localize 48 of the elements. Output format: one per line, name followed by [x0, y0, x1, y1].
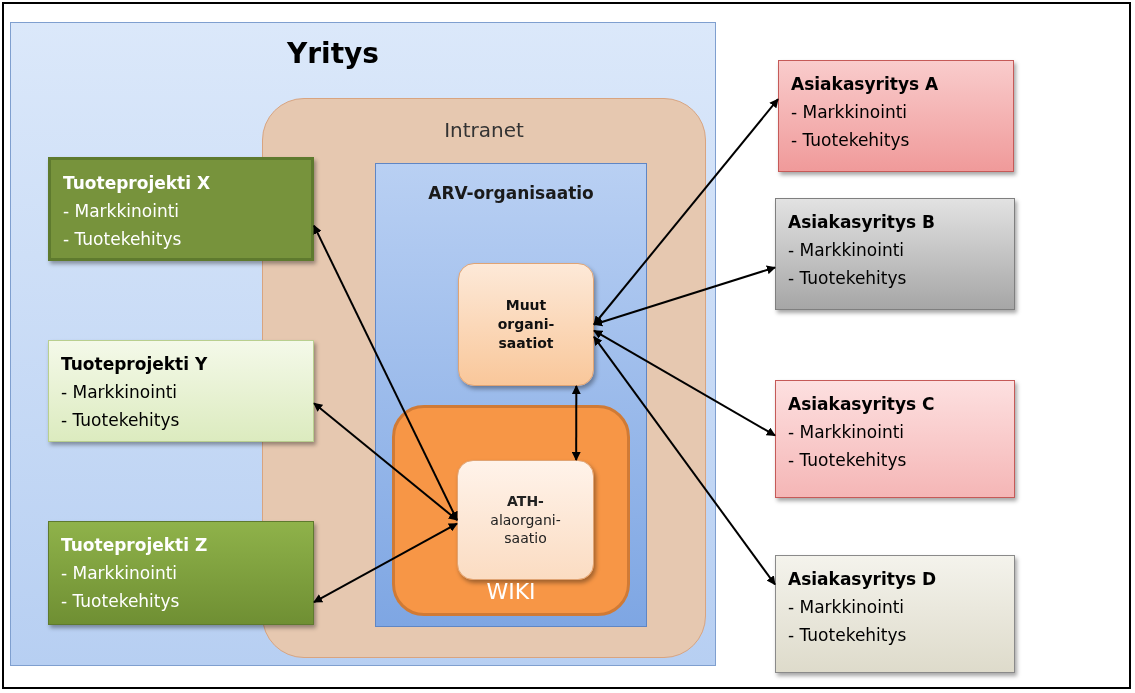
- group-title: WIKI: [486, 578, 536, 607]
- box-title: Tuoteprojekti Z: [61, 534, 208, 557]
- organization-panel: [375, 163, 647, 627]
- box-label: ATH- alaorgani- saatio: [489, 491, 562, 549]
- box-title: Asiakasyritys C: [788, 393, 935, 416]
- list-item: - Markkinointi: [788, 239, 905, 262]
- list-item: - Tuotekehitys: [791, 129, 910, 152]
- list-item: - Tuotekehitys: [788, 449, 907, 472]
- intranet-area: [262, 98, 706, 658]
- company-area: [10, 22, 716, 666]
- list-item: - Tuotekehitys: [788, 267, 907, 290]
- group-title: Yritys: [287, 36, 379, 72]
- arrow: [593, 265, 776, 327]
- list-item: - Markkinointi: [791, 101, 908, 124]
- customer-box: [778, 60, 1014, 172]
- project-box: [48, 157, 314, 261]
- arrow: [571, 385, 581, 461]
- box-title: Tuoteprojekti Y: [61, 353, 208, 376]
- arrow: [593, 329, 776, 437]
- box-title: Asiakasyritys B: [788, 211, 935, 234]
- arrow: [593, 98, 779, 326]
- process-box: [458, 263, 594, 386]
- list-item: - Tuotekehitys: [61, 590, 180, 613]
- customer-box: [775, 555, 1015, 673]
- customer-box: [775, 198, 1015, 310]
- project-box: [48, 340, 314, 442]
- box-title: Tuoteprojekti X: [63, 172, 211, 195]
- project-box: [48, 521, 314, 625]
- list-item: - Markkinointi: [63, 200, 180, 223]
- arrow: [593, 335, 776, 586]
- customer-box: [775, 380, 1015, 498]
- arrow: [313, 224, 458, 521]
- list-item: - Markkinointi: [61, 562, 178, 585]
- list-item: - Tuotekehitys: [63, 228, 182, 251]
- group-title: Intranet: [444, 117, 524, 144]
- arrow: [313, 522, 458, 604]
- process-box: [457, 460, 594, 580]
- list-item: - Tuotekehitys: [788, 624, 907, 647]
- box-title: Asiakasyritys A: [791, 73, 939, 96]
- list-item: - Tuotekehitys: [61, 409, 180, 432]
- list-item: - Markkinointi: [788, 421, 905, 444]
- wiki-area: [392, 405, 630, 616]
- box-label: Muut organi- saatiot: [496, 296, 556, 353]
- box-title: Asiakasyritys D: [788, 568, 937, 591]
- list-item: - Markkinointi: [61, 381, 178, 404]
- group-title: ARV-organisaatio: [428, 182, 594, 205]
- list-item: - Markkinointi: [788, 596, 905, 619]
- arrow: [313, 402, 458, 521]
